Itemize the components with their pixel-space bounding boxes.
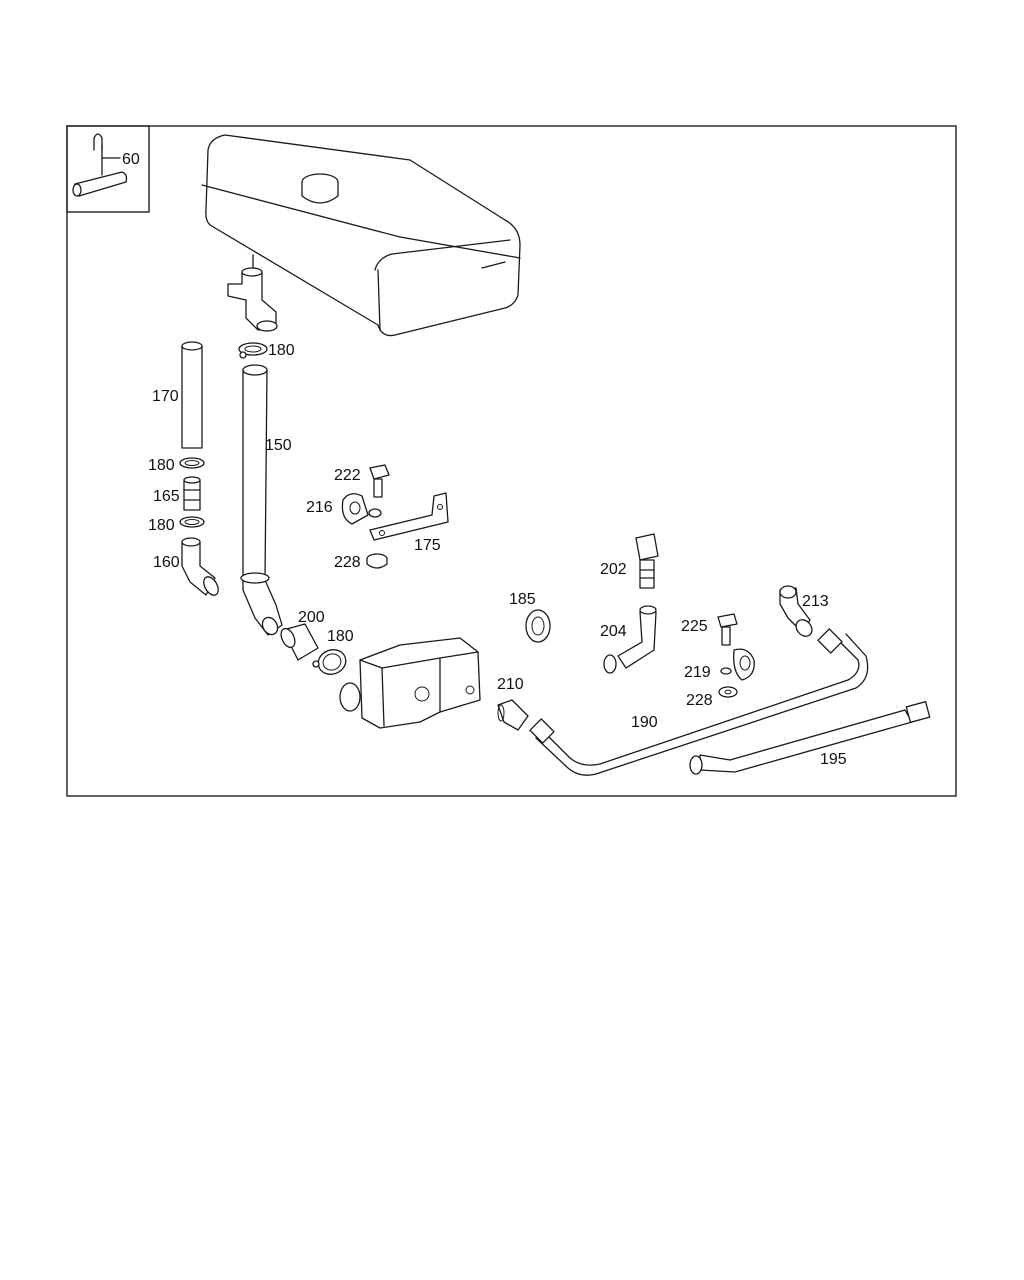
hose-195: 195 (689, 701, 931, 775)
label-60: 60 (122, 151, 140, 168)
label-216: 216 (306, 499, 333, 516)
pump-body (339, 637, 481, 729)
fitting-202: 202 (600, 533, 659, 589)
label-180-a: 180 (148, 457, 175, 474)
label-228-b: 228 (686, 692, 713, 709)
clamp-180-a: 180 (148, 457, 205, 474)
label-175: 175 (414, 537, 441, 554)
label-160: 160 (153, 554, 180, 571)
nut-228-b: 228 (686, 686, 738, 709)
line-190: 190 (529, 628, 869, 776)
clip-216: 216 (306, 493, 382, 525)
label-210: 210 (497, 676, 524, 693)
label-228-a: 228 (334, 554, 361, 571)
diagram-frame (66, 125, 957, 797)
label-170: 170 (152, 388, 179, 405)
clamp-180-c: 180 (312, 628, 354, 675)
bolt-225: 225 (681, 613, 738, 646)
clamp-180-top: 180 (238, 342, 295, 359)
label-195: 195 (820, 751, 847, 768)
tube-170: 170 (152, 341, 203, 449)
label-185: 185 (509, 591, 536, 608)
label-204: 204 (600, 623, 627, 640)
nut-228-a: 228 (334, 553, 388, 571)
elbow-204: 204 (600, 605, 657, 674)
connector-165: 165 (153, 476, 201, 511)
label-222: 222 (334, 467, 361, 484)
label-150: 150 (265, 437, 292, 454)
elbow-160: 160 (153, 537, 219, 596)
clip-219: 219 (684, 648, 755, 681)
hose-150: 150 (240, 364, 292, 636)
elbow-213: 213 (779, 585, 829, 637)
inset-box: 60 (66, 125, 150, 213)
label-213: 213 (802, 593, 829, 610)
clamp-180-b: 180 (148, 516, 205, 534)
grommet-185: 185 (509, 591, 551, 643)
label-190: 190 (631, 714, 658, 731)
label-165: 165 (153, 488, 180, 505)
fitting-200: 200 (280, 609, 325, 661)
label-225: 225 (681, 618, 708, 635)
fuel-tank (201, 134, 521, 337)
label-219: 219 (684, 664, 711, 681)
label-180-top: 180 (268, 342, 295, 359)
bracket-175: 175 (369, 492, 449, 554)
label-202: 202 (600, 561, 627, 578)
label-200: 200 (298, 609, 325, 626)
bolt-222: 222 (334, 464, 390, 498)
label-180-b: 180 (148, 517, 175, 534)
tee-connector (227, 254, 278, 332)
fitting-210: 210 (497, 676, 529, 731)
label-180-c: 180 (327, 628, 354, 645)
